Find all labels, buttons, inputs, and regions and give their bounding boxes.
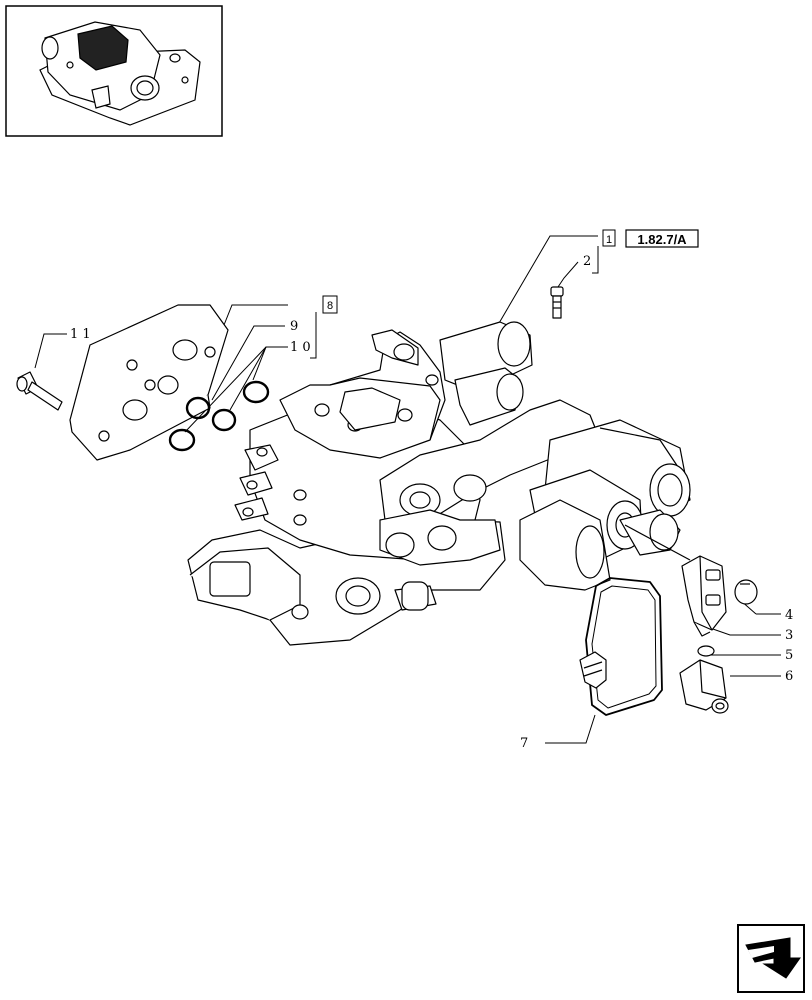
ring-part-5[interactable]	[697, 645, 715, 657]
group-reference[interactable]: 1 1.82.7/A	[602, 229, 699, 248]
bolt-part-2[interactable]	[550, 286, 564, 319]
callout-3: 3	[785, 628, 793, 643]
thumbnail-frame[interactable]	[5, 5, 223, 137]
callout-6: 6	[785, 669, 793, 684]
group-ref-code: 1.82.7/A	[637, 232, 687, 247]
rear-solenoid-cylinders[interactable]	[439, 321, 533, 426]
kit-bracket	[310, 312, 317, 359]
callout-9: 9	[290, 319, 298, 334]
manifold-arm[interactable]	[379, 399, 601, 566]
o-ring-set[interactable]	[168, 380, 270, 452]
mounting-plate[interactable]	[69, 304, 229, 461]
ref-bracket	[592, 246, 599, 274]
leader-plate	[221, 304, 288, 331]
leader-7	[545, 714, 596, 744]
kit-ref-index: 8	[327, 300, 333, 312]
group-ref-index: 1	[606, 234, 612, 246]
connector-part-3[interactable]	[681, 555, 727, 637]
callout-11: 1 1	[70, 327, 91, 342]
gasket-part-7[interactable]	[579, 577, 663, 716]
callout-10: 1 0	[290, 340, 311, 355]
cap-part-4[interactable]	[734, 579, 758, 605]
callout-7: 7	[520, 736, 528, 751]
leader-3	[709, 627, 781, 636]
front-solenoid-cylinders[interactable]	[519, 419, 691, 591]
connector-guide	[624, 524, 691, 561]
leader-2	[557, 261, 579, 288]
screw-part-11[interactable]	[16, 371, 63, 411]
leader-10-c	[252, 346, 267, 381]
kit-reference[interactable]: 8	[322, 295, 338, 314]
callout-5: 5	[785, 648, 793, 663]
leader-11	[34, 333, 67, 369]
leader-9	[211, 325, 285, 401]
leader-main	[494, 235, 598, 331]
valve-top-housing[interactable]	[279, 329, 446, 459]
next-page-arrow-icon[interactable]	[737, 924, 805, 993]
valve-assembly-thumbnail	[39, 21, 201, 126]
callout-2: 2	[583, 254, 591, 269]
plug-part-6[interactable]	[679, 659, 729, 714]
callout-4: 4	[785, 608, 793, 623]
